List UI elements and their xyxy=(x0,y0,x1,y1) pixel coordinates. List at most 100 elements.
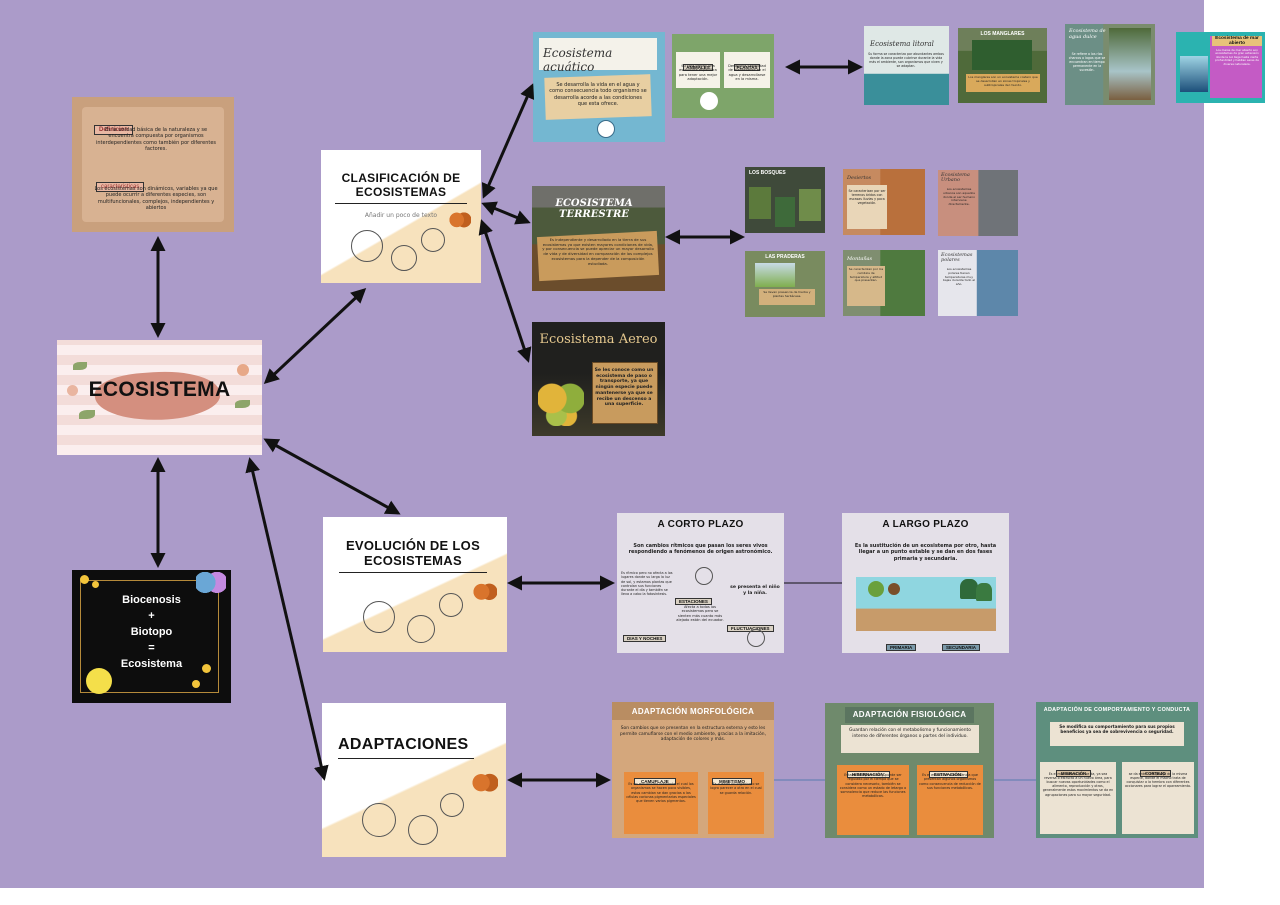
litoral-title: Ecosistema litoral xyxy=(870,40,934,48)
praderas-photo xyxy=(755,263,795,287)
hibernacion-pill: HIBERNACIÓN: xyxy=(847,771,891,778)
flower-sketch-icon xyxy=(421,228,445,252)
estivacion-label: ESTIVACIÓN: xyxy=(929,761,968,780)
mimetismo-pill: MIMETISMO xyxy=(712,778,752,785)
desiertos-thumb[interactable]: Desiertos Se caracterizan por ser terren… xyxy=(843,169,925,235)
corto-right-text: se presenta el niño y la niña. xyxy=(730,585,780,596)
dias-label: DIAS Y NOCHES xyxy=(623,625,667,644)
conducta-card[interactable]: ADAPTACIÓN DE COMPORTAMIENTO Y CONDUCTA … xyxy=(1036,702,1198,838)
secundaria-pill: SECUNDARIA xyxy=(942,644,981,651)
flower-sketch-icon xyxy=(363,601,395,633)
mar-abierto-photo xyxy=(1180,56,1208,92)
tree-icon xyxy=(976,583,992,601)
definition-label-pill: Definicion xyxy=(94,125,134,135)
definition-card[interactable]: Definicion Es la unidad básica de la nat… xyxy=(72,97,234,232)
terrestre-title: ECOSISTEMA TERRESTRE xyxy=(555,198,633,220)
fisiologica-text: Guardan relación con el metabolismo y fu… xyxy=(849,728,971,739)
litoral-text: Su forma se caracteriza por abundantes a… xyxy=(868,52,944,68)
plantas-text: Desarrolla capacidad de mantenerse en el… xyxy=(728,64,766,82)
camuflaje-pill: CAMUFLAJE xyxy=(634,778,676,785)
corto-title: A CORTO PLAZO xyxy=(657,519,744,530)
bosques-photo-1 xyxy=(749,187,771,219)
biocenosis-card[interactable]: Biocenosis + Biotopo = Ecosistema xyxy=(72,570,231,703)
animales-pill: ANIMALES xyxy=(683,64,713,71)
migracion-label: MIGRACIÓN xyxy=(1056,760,1092,779)
characteristics-text: Los ecosistemas son dinámicos, variables… xyxy=(94,186,218,211)
terrestre-text: Es independiente y desarrollado en la ti… xyxy=(542,237,654,266)
migracion-text: Es el movimiento que se da, ya sea rever… xyxy=(1042,772,1114,797)
arrow-root-clasificacion xyxy=(263,287,367,385)
butterfly-icon xyxy=(449,210,471,232)
flower-icon xyxy=(202,664,211,673)
desiertos-paper xyxy=(847,185,887,229)
mimetismo-text: Es cuando un organismo se logra parecer … xyxy=(710,782,762,795)
butterfly-icon xyxy=(196,572,226,598)
butterfly-icon xyxy=(472,771,498,797)
estaciones-label: ESTACIONES xyxy=(675,588,712,607)
praderas-title: LAS PRADERAS xyxy=(765,254,805,260)
clasificacion-subtitle: Añadir un poco de texto xyxy=(364,212,438,219)
manglares-thumb[interactable]: LOS MANGLARES Los manglares son un ecosi… xyxy=(958,28,1047,103)
desiertos-title: Desiertos xyxy=(847,175,872,181)
acuatico-card[interactable]: Ecosistema acuático Se desarrolla la vid… xyxy=(533,32,665,142)
arrow-clasif-terrestre xyxy=(481,201,531,225)
praderas-thumb[interactable]: LAS PRADERAS Se llevan presencia de hier… xyxy=(745,251,825,317)
conducta-title: ADAPTACIÓN DE COMPORTAMIENTO Y CONDUCTA xyxy=(1043,707,1191,713)
snowflake-icon xyxy=(747,629,765,647)
manglares-title: LOS MANGLARES xyxy=(980,31,1025,37)
animales-label: ANIMALES xyxy=(678,54,718,73)
secundaria-label: SECUNDARIA xyxy=(942,634,981,653)
mar-abierto-thumb[interactable]: Ecosistema de mar abierto Los mares de m… xyxy=(1176,32,1265,103)
manglares-text: Los manglares son un ecosistema costero … xyxy=(968,75,1038,87)
camuflaje-text: Es un mecanismo mediante el cual los org… xyxy=(626,782,696,803)
estivacion-pill: ESTIVACIÓN: xyxy=(929,771,968,778)
urbano-thumb[interactable]: Ecosistema Urbano Los ecosistemas urbano… xyxy=(938,170,1018,236)
acuatico-detail-card[interactable]: ANIMALES PLANTAS Su cola tienen una estr… xyxy=(672,34,774,118)
polares-thumb[interactable]: Ecosistemas polares Los ecosistemas pola… xyxy=(938,250,1018,316)
aereo-card[interactable]: Ecosistema Aereo Se les conoce como un e… xyxy=(532,322,665,436)
largo-title: A LARGO PLAZO xyxy=(882,519,969,530)
characteristics-label-pill: caracteristicas xyxy=(96,182,145,192)
flower-icon xyxy=(67,385,78,396)
tree-icon xyxy=(868,581,884,597)
flower-sketch-icon xyxy=(407,615,435,643)
flower-icon xyxy=(92,581,99,588)
clasificacion-title: CLASIFICACIÓN DE ECOSISTEMAS xyxy=(335,171,467,204)
arrow-root-evolucion xyxy=(263,438,401,515)
arrow-clasif-aereo xyxy=(478,219,532,363)
leaf-icon xyxy=(79,410,95,419)
bosques-photo-2 xyxy=(775,197,795,227)
desiertos-text: Se caracterizan por ser terrenos áridos … xyxy=(848,189,886,205)
montanas-thumb[interactable]: Montañas Se caracterizan por los cambios… xyxy=(843,250,925,316)
fisiologica-paper xyxy=(841,725,979,753)
polares-text: Los ecosistemas polares tienen temperatu… xyxy=(942,267,976,286)
bosques-thumb[interactable]: LOS BOSQUES xyxy=(745,167,825,233)
evolucion-title: EVOLUCIÓN DE LOS ECOSISTEMAS xyxy=(339,538,487,573)
mar-abierto-title: Ecosistema de mar abierto xyxy=(1212,36,1262,46)
definition-label: Definicion xyxy=(94,116,134,135)
montanas-paper xyxy=(847,266,885,306)
largo-plazo-card[interactable]: A LARGO PLAZO Es la sustitución de un ec… xyxy=(842,513,1009,653)
clasificacion-card[interactable]: CLASIFICACIÓN DE ECOSISTEMAS Añadir un p… xyxy=(321,150,481,283)
dias-pill: DIAS Y NOCHES xyxy=(623,635,667,642)
morfologica-title-bar xyxy=(612,702,774,720)
ecosistema-root-card[interactable]: ECOSISTEMA xyxy=(57,340,262,455)
evolucion-card[interactable]: EVOLUCIÓN DE LOS ECOSISTEMAS xyxy=(323,517,507,652)
arrow-clasif-acuatico xyxy=(481,83,535,199)
corto-plazo-card[interactable]: A CORTO PLAZO Son cambios rítmicos que p… xyxy=(617,513,784,653)
agua-dulce-thumb[interactable]: Ecosistema de agua dulce Se refiere a lo… xyxy=(1065,24,1155,105)
litoral-thumb[interactable]: Ecosistema litoral Su forma se caracteri… xyxy=(864,26,949,105)
formula-ecosistema: Ecosistema xyxy=(120,658,183,670)
corto-text: Son cambios rítmicos que pasan los seres… xyxy=(628,543,773,556)
leaf-icon xyxy=(73,362,87,370)
flower-icon xyxy=(192,680,200,688)
fisiologica-card[interactable]: ADAPTACIÓN FISIOLÓGICA Guardan relación … xyxy=(825,703,994,838)
acuatico-text: Se desarrolla la vida en el agua y como … xyxy=(549,82,647,107)
bear-icon xyxy=(888,583,900,595)
mind-map-canvas: ECOSISTEMA Definicion Es la unidad básic… xyxy=(0,0,1265,888)
adaptaciones-card[interactable]: ADAPTACIONES xyxy=(322,703,506,857)
agua-dulce-photo xyxy=(1109,28,1151,100)
formula-plus: + xyxy=(148,610,155,622)
terrestre-card[interactable]: ECOSISTEMA TERRESTRE Es independiente y … xyxy=(532,186,665,291)
morfologica-card[interactable]: ADAPTACIÓN MORFOLÓGICA Son cambios que s… xyxy=(612,702,774,838)
